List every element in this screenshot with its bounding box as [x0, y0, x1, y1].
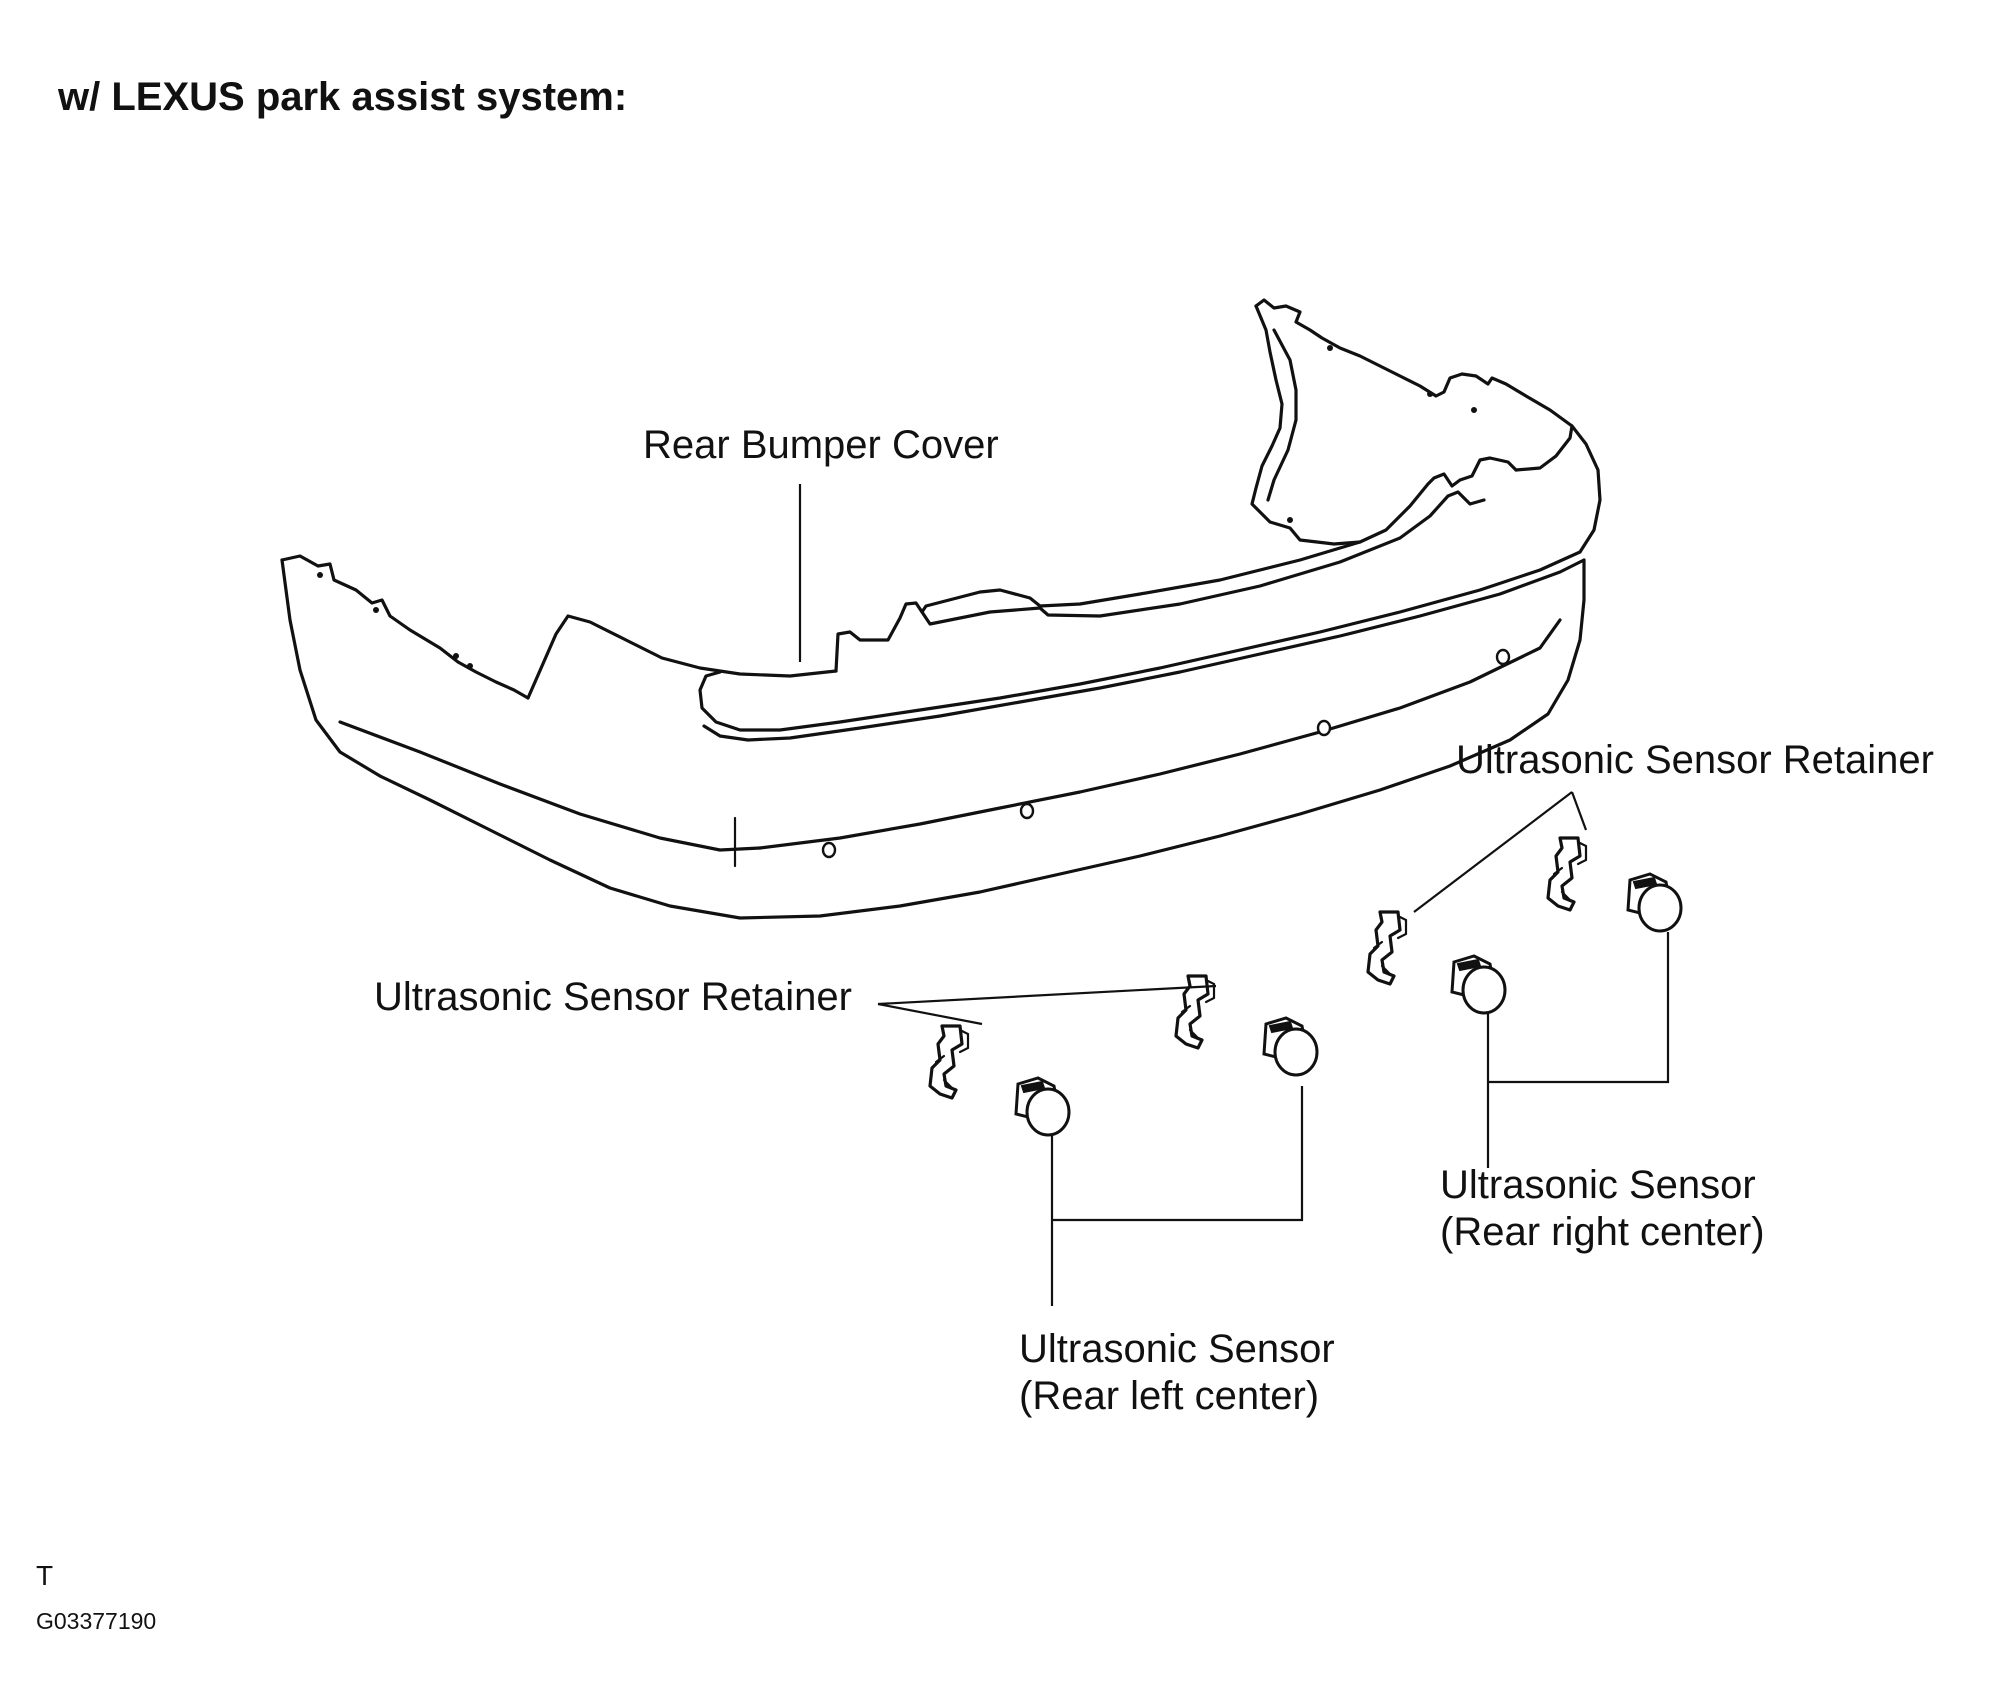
- sensor-left-lower: [1014, 1076, 1071, 1137]
- retainer-left-lower: [928, 1024, 970, 1100]
- retainer-right-lower: [1366, 910, 1408, 986]
- retainer-left-upper: [1174, 974, 1216, 1050]
- label-sensor-right-line2: (Rear right center): [1440, 1210, 1765, 1254]
- label-sensor-left-line1: Ultrasonic Sensor: [1019, 1327, 1335, 1371]
- page-title: w/ LEXUS park assist system:: [58, 75, 628, 119]
- figure-code: G03377190: [36, 1608, 157, 1634]
- label-retainer-left: Ultrasonic Sensor Retainer: [374, 975, 852, 1019]
- leader-lines: [798, 484, 1670, 1306]
- label-sensor-right-line1: Ultrasonic Sensor: [1440, 1163, 1756, 1207]
- label-retainer-right: Ultrasonic Sensor Retainer: [1456, 738, 1934, 782]
- sensor-right-upper: [1626, 872, 1683, 933]
- rear-bumper-cover: [280, 298, 1602, 920]
- retainer-right-upper: [1546, 836, 1588, 912]
- footer-marker: T: [36, 1560, 54, 1591]
- sensor-left-upper: [1262, 1016, 1319, 1077]
- label-sensor-left-line2: (Rear left center): [1019, 1374, 1320, 1418]
- label-rear-bumper-cover: Rear Bumper Cover: [643, 423, 999, 467]
- sensor-right-lower: [1450, 954, 1507, 1015]
